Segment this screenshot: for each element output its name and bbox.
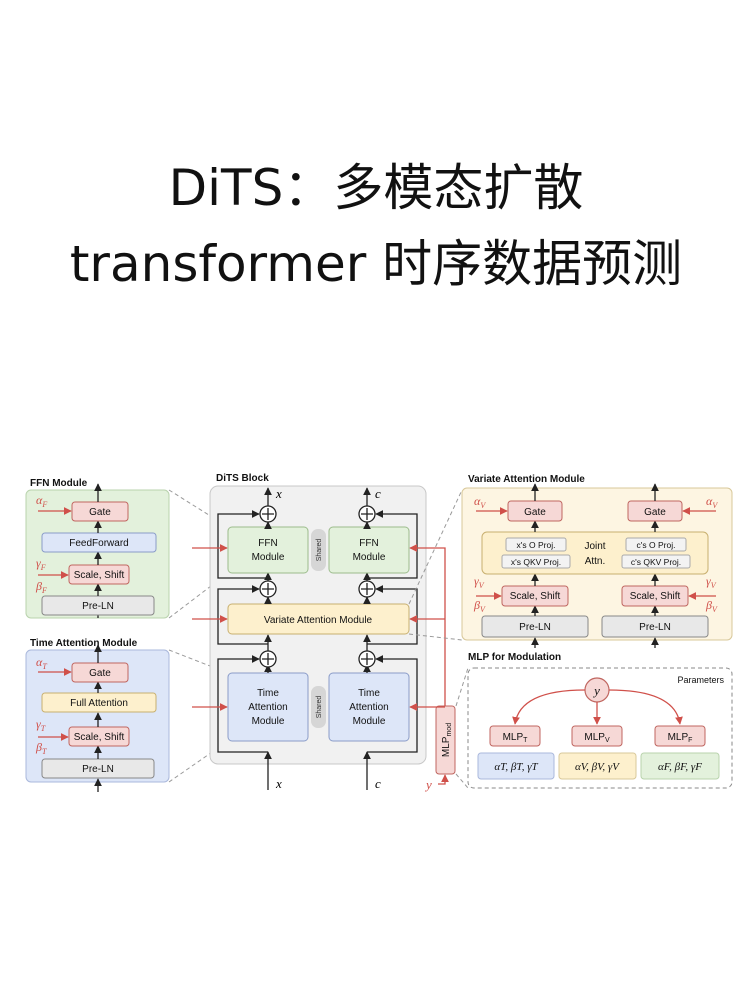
dits-time-right-l1: Time [358,688,380,699]
ffn-pre-ln-label: Pre-LN [82,601,114,612]
plus-icon [262,508,274,520]
c-qkv-proj-box [621,554,691,569]
plus-icon [361,583,373,595]
ffn-feedforward-label: FeedForward [69,538,128,549]
dits-ffn-right-l1: FFN [359,538,378,549]
plus-icon [361,508,373,520]
ffn-gamma-label: γF [36,556,46,572]
mlp-v-label: MLPV [584,732,610,744]
dits-shared-pill-bottom [311,686,326,728]
x-qkv-proj-label: x's QKV Proj. [511,557,561,567]
ffn-beta-label: βF [35,579,47,595]
mlp-f-box [654,725,706,747]
params-f-box [640,752,720,780]
mlp-f-label: MLPF [668,732,693,744]
dits-ffn-left-l2: Module [252,552,285,563]
params-t-label: αT, βT, γT [494,761,538,773]
dits-shared-bottom-label: Shared [316,696,323,719]
variate-gamma-right: γV [706,574,717,590]
variate-pre-ln-right-label: Pre-LN [639,622,671,633]
page-title-line-2: transformer 时序数据预测 [69,235,683,293]
time-beta-label: βT [35,740,47,756]
dits-ffn-right-l2: Module [353,552,386,563]
variate-gate-left-label: Gate [524,507,546,518]
mlp-y-label: y [592,683,600,698]
joint-attn-label-1: Joint [584,541,605,552]
dits-shared-pill-top [311,529,326,571]
variate-attention-module-header: Variate Attention Module [468,474,585,485]
dits-shared-top-label: Shared [316,539,323,562]
variate-beta-right: βV [705,598,718,614]
x-qkv-proj-box [501,554,571,569]
variate-scale-shift-left-label: Scale, Shift [510,591,561,602]
ffn-scale-shift-label: Scale, Shift [74,570,125,581]
x-o-proj-label: x's O Proj. [517,540,556,550]
dits-x-output: x [275,486,282,501]
dits-time-left-l1: Time [257,688,279,699]
c-qkv-proj-label: c's QKV Proj. [631,557,681,567]
dits-time-right-l3: Module [353,716,386,727]
params-f-label: αF, βF, γF [658,761,702,773]
params-v-label: αV, βV, γV [575,761,620,773]
x-o-proj-box [505,537,567,552]
page-title-line-1: DiTS：多模态扩散 [168,159,584,217]
variate-gate-right-label: Gate [644,507,666,518]
dits-block-header: DiTS Block [216,473,269,484]
dits-ffn-left-l1: FFN [258,538,277,549]
params-v-box [558,752,637,780]
dits-variate-attention-box [227,603,410,635]
time-gate-label: Gate [89,668,111,679]
mlp-t-label: MLPT [503,732,529,744]
dits-time-attention-right [328,672,410,742]
time-scale-shift-label: Scale, Shift [74,732,125,743]
time-gate-box [71,662,129,683]
dits-time-left-l2: Attention [248,702,287,713]
time-full-attention-box [41,692,157,713]
mlp-v-box [571,725,623,747]
dits-time-left-l3: Module [252,716,285,727]
dits-ffn-left [227,526,309,574]
time-full-attention-label: Full Attention [70,698,128,709]
plus-icon [262,583,274,595]
joint-attn-label-2: Attn. [585,556,606,567]
dits-ffn-right [328,526,410,574]
ffn-alpha-label: αF [36,493,47,509]
dits-y-input: y [424,777,432,792]
dits-variate-attention-label: Variate Attention Module [264,615,373,626]
variate-alpha-left: αV [474,494,486,510]
mlp-parameters-label: Parameters [677,675,724,685]
time-alpha-label: αT [36,655,47,671]
ffn-module-header: FFN Module [30,478,88,489]
c-o-proj-label: c's O Proj. [637,540,676,550]
time-scale-shift-box [68,726,130,747]
ffn-gate-box [71,501,129,522]
mlp-mod-label: MLPmod [441,723,453,757]
dits-x-input: x [275,776,282,791]
ffn-scale-shift-box [68,564,130,585]
dits-c-output: c [375,486,381,501]
variate-pre-ln-left-label: Pre-LN [519,622,551,633]
dits-c-input: c [375,776,381,791]
time-gamma-label: γT [36,717,46,733]
plus-icon [361,653,373,665]
c-o-proj-box [625,537,687,552]
variate-alpha-right: αV [706,494,718,510]
time-attention-module-header: Time Attention Module [30,638,138,649]
mlp-modulation-header: MLP for Modulation [468,652,561,663]
variate-gamma-left: γV [474,574,485,590]
ffn-gate-label: Gate [89,507,111,518]
params-t-box [477,752,555,780]
mlp-t-box [489,725,541,747]
variate-scale-shift-right-label: Scale, Shift [630,591,681,602]
plus-icon [262,653,274,665]
time-pre-ln-label: Pre-LN [82,764,114,775]
dits-time-right-l2: Attention [349,702,388,713]
variate-beta-left: βV [473,598,486,614]
ffn-feedforward-box [41,532,157,553]
